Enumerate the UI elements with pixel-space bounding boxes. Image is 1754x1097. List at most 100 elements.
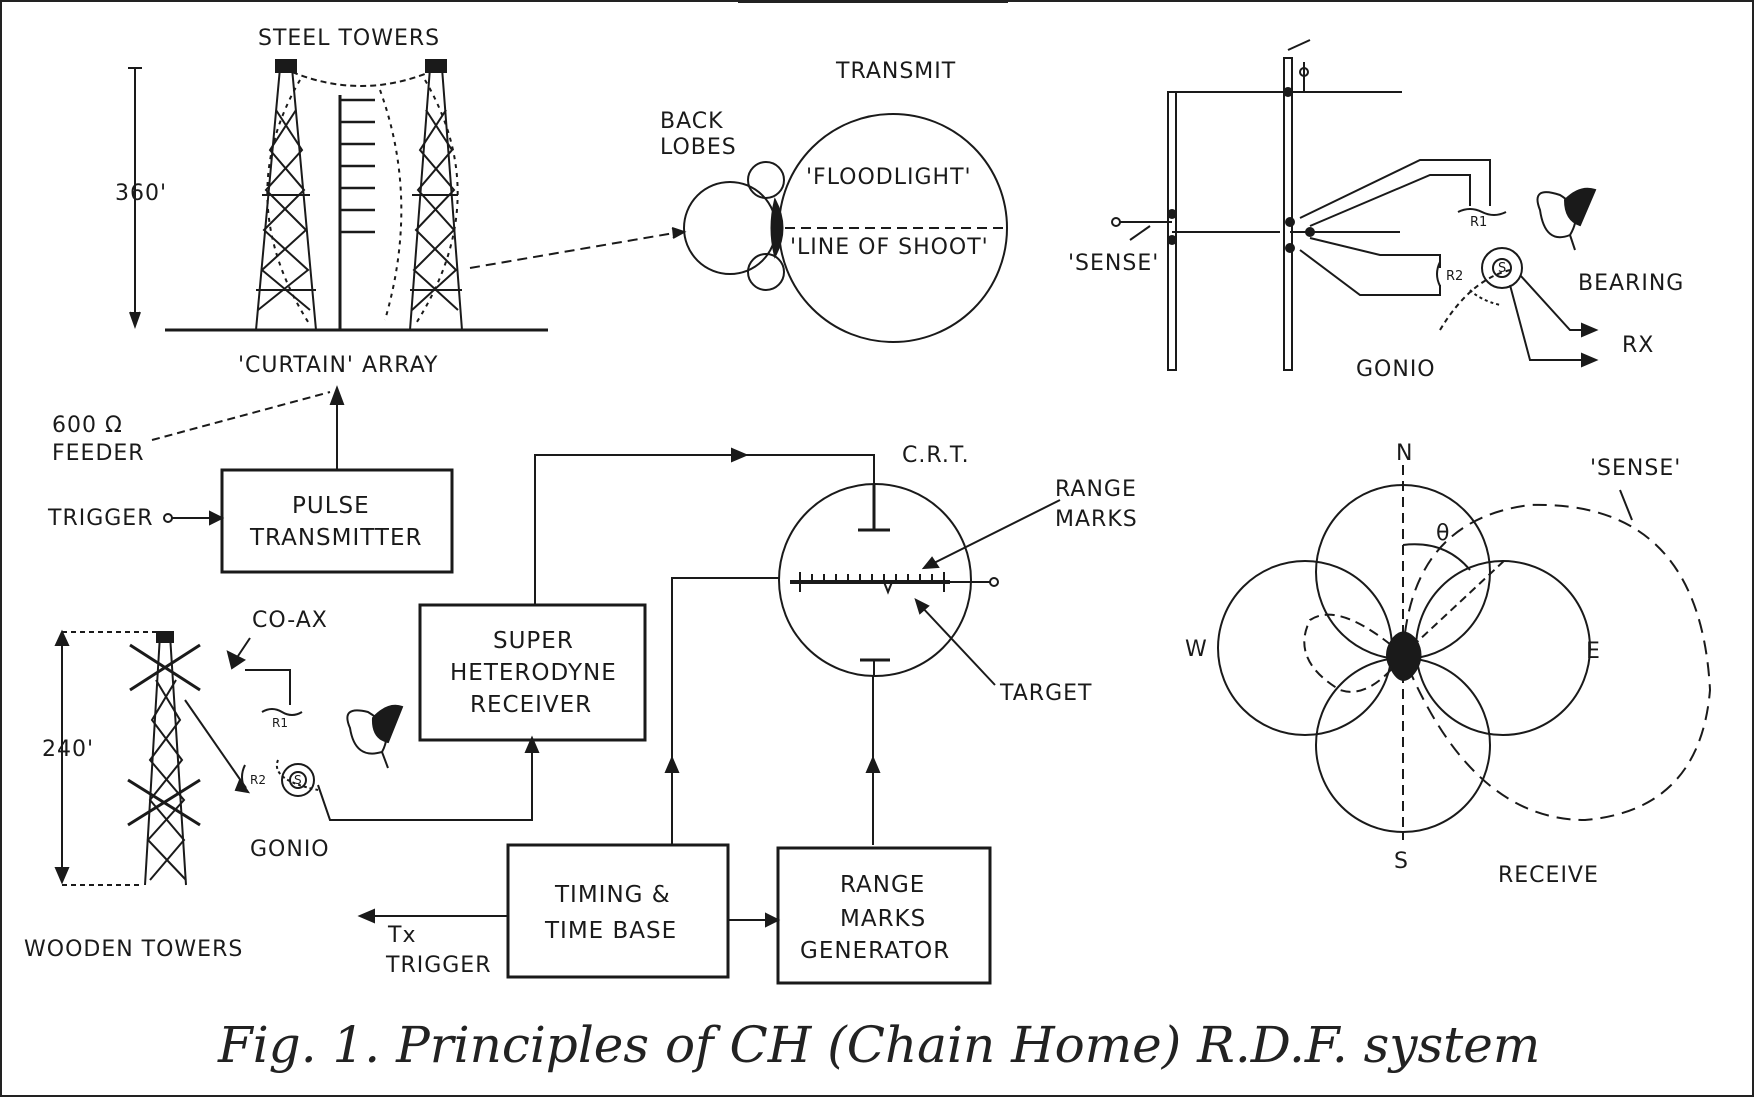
gonio-to-receiver — [317, 740, 533, 821]
origin-blob — [770, 197, 784, 259]
display-chain — [317, 447, 1061, 985]
steel-towers-section — [128, 59, 687, 332]
gonio-label-top: GONIO — [1356, 357, 1436, 382]
wooden-tower — [127, 631, 201, 886]
steel-height-label: 360' — [115, 181, 167, 206]
compass-s: S — [1394, 849, 1409, 874]
feeder-label-2: FEEDER — [52, 441, 145, 466]
receive-heading: RECEIVE — [1498, 863, 1599, 888]
back-lobes-label-1: BACK — [660, 109, 724, 134]
target-label: TARGET — [999, 681, 1092, 706]
range-marks-label-1: RANGE — [1055, 477, 1137, 502]
tx-trigger-label-2: TRIGGER — [385, 953, 492, 978]
rx-lead-2 — [1509, 284, 1585, 361]
bearing-label: BEARING — [1578, 271, 1684, 296]
pulse-tx-line2: TRANSMITTER — [249, 525, 422, 551]
coil-s-label: S — [1498, 261, 1506, 276]
receiver-line2: HETERODYNE — [450, 660, 617, 686]
range-mark-ticks — [799, 572, 945, 595]
curtain-catenary — [291, 71, 431, 87]
target-leader — [919, 604, 996, 686]
receiver-line1: SUPER — [493, 628, 574, 654]
top-heading-fragment — [738, 0, 1008, 3]
steel-tower-right — [409, 59, 463, 331]
back-lobe-lower — [747, 253, 785, 291]
pulse-tx-line1: PULSE — [292, 493, 370, 519]
floodlight-label: 'FLOODLIGHT' — [806, 165, 972, 190]
radiation-envelope-left — [266, 79, 311, 326]
compass-e: E — [1586, 639, 1601, 664]
centre-blob — [1386, 631, 1422, 681]
steel-tower-left — [255, 59, 317, 331]
timing-line1: TIMING & — [554, 882, 671, 908]
compass-n: N — [1396, 441, 1413, 466]
feeder-leader — [151, 391, 331, 441]
wooden-towers-label: WOODEN TOWERS — [24, 937, 243, 962]
height-arrow-head — [129, 311, 141, 329]
feed-r1-b — [1309, 174, 1471, 227]
gonio-sweep — [1439, 269, 1511, 331]
tx-trigger-label-1: Tx — [387, 923, 416, 948]
transmit-heading: TRANSMIT — [835, 59, 956, 84]
wooden-height-label: 240' — [42, 737, 94, 762]
sense-cardioid — [1401, 503, 1712, 822]
theta-label: θ — [1436, 521, 1450, 546]
radiation-envelope-mid — [379, 89, 403, 321]
coax-feed — [245, 669, 291, 705]
back-lobes-label-2: LOBES — [660, 135, 737, 160]
bearing-knob-icon — [1536, 187, 1597, 251]
range-marks-label-2: MARKS — [1055, 507, 1138, 532]
receiver-to-crt — [534, 454, 875, 605]
range-marks-leader — [929, 499, 1061, 566]
receive-pattern — [1217, 465, 1712, 840]
line-of-shoot-label: 'LINE OF SHOOT' — [790, 235, 989, 260]
transmit-pattern — [683, 113, 1008, 343]
gonio-label-bottom: GONIO — [250, 837, 330, 862]
pulse-transmitter-box — [220, 468, 454, 574]
rmg-line2: MARKS — [840, 906, 926, 932]
feed-s-a — [1309, 237, 1441, 268]
receive-sense-label: 'SENSE' — [1590, 456, 1681, 481]
pulse-tx-section — [151, 385, 454, 574]
bearing-ray — [1402, 559, 1506, 656]
rmg-line1: RANGE — [840, 872, 925, 898]
wooden-coil-r2-label: R2 — [250, 773, 266, 787]
coil-r2-label: R2 — [1446, 269, 1463, 284]
figure-caption: Fig. 1. Principles of CH (Chain Home) R.… — [217, 1016, 1540, 1074]
coil-r1-label: R1 — [1470, 215, 1487, 230]
curtain-dipoles — [340, 98, 375, 234]
wooden-towers-section — [54, 629, 404, 886]
crt-label: C.R.T. — [902, 443, 970, 468]
feed-r1-a — [1299, 159, 1491, 219]
back-lobe-upper — [747, 161, 785, 199]
theta-arc — [1402, 543, 1471, 571]
receiver-line3: RECEIVER — [470, 692, 592, 718]
rmg-line3: GENERATOR — [800, 938, 950, 964]
pattern-leader — [469, 231, 681, 269]
aerial-mast-centre — [1283, 57, 1293, 371]
feed-s-b — [1299, 249, 1441, 296]
feeder-label-1: 600 Ω — [52, 413, 123, 438]
wooden-coil-r1-label: R1 — [272, 716, 288, 730]
timing-box — [506, 843, 730, 979]
rmg-box — [776, 846, 992, 985]
curtain-array-label: 'CURTAIN' ARRAY — [238, 353, 438, 378]
wooden-coils — [241, 708, 319, 797]
steel-towers-label: STEEL TOWERS — [258, 26, 440, 51]
tower-to-gonio-lead — [184, 699, 247, 789]
rx-lead-1 — [1519, 274, 1585, 331]
gonio-coils — [1436, 208, 1523, 306]
trigger-label: TRIGGER — [47, 506, 154, 531]
radiation-envelope-right — [414, 79, 459, 326]
gonio-panel — [1111, 39, 1599, 371]
sense-label: 'SENSE' — [1068, 251, 1159, 276]
rx-label: RX — [1622, 333, 1654, 358]
wooden-bearing-knob-icon — [346, 704, 404, 769]
coax-label: CO-AX — [252, 608, 328, 633]
timing-line2: TIME BASE — [544, 918, 677, 944]
sense-leader — [1619, 489, 1633, 521]
compass-w: W — [1185, 637, 1208, 662]
wooden-coil-s-label: S — [294, 773, 302, 787]
